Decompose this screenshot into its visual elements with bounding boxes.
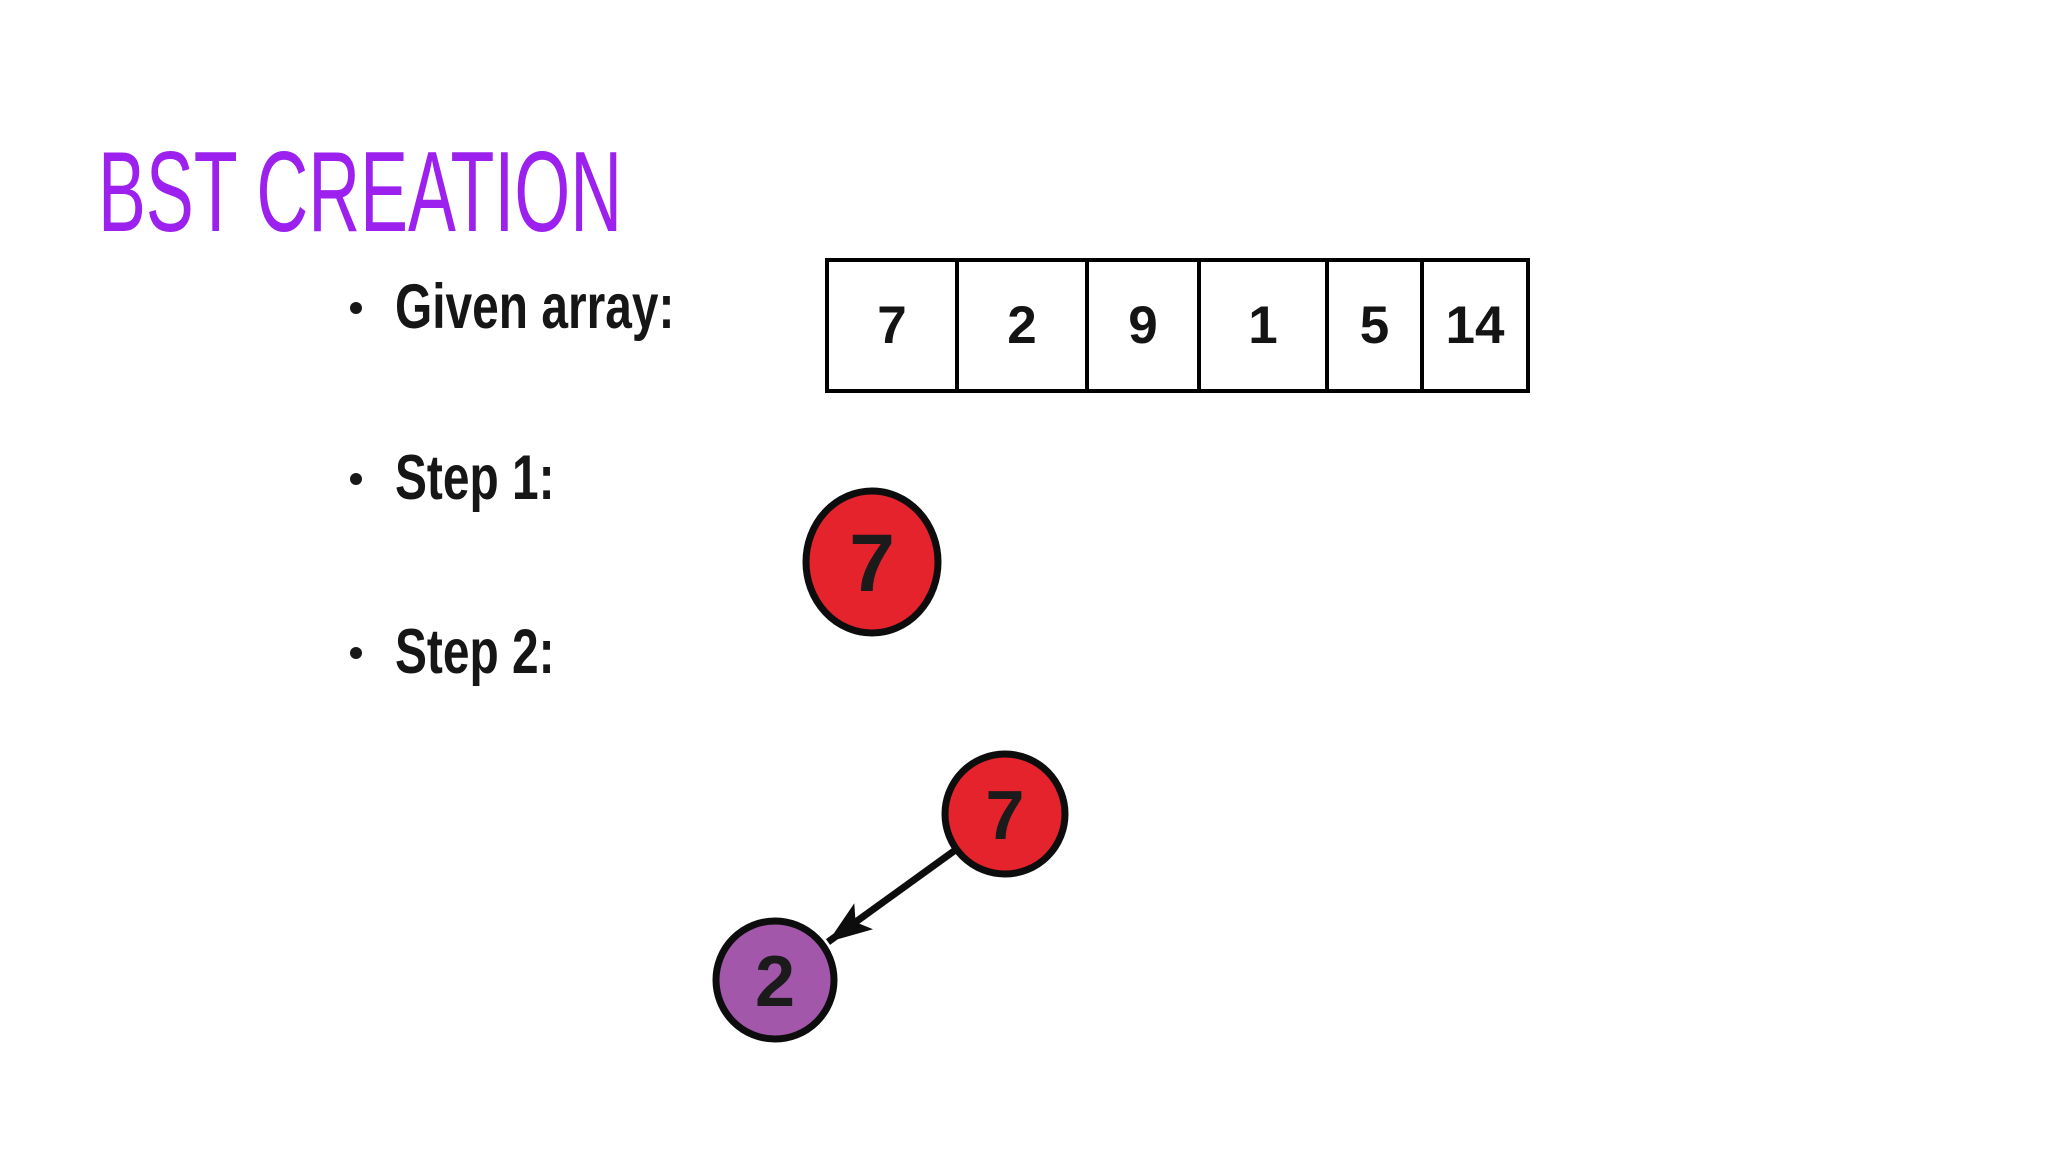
array-cell-5: 14 (1424, 262, 1526, 389)
bullet-dot (350, 472, 362, 485)
bullet-dot (350, 301, 362, 314)
array-cell-value: 2 (1007, 296, 1037, 355)
bullet-label-step1: Step 1: (395, 443, 555, 513)
array-cell-3: 1 (1201, 262, 1329, 389)
step1-root-node-value: 7 (849, 518, 895, 609)
bullet-step2: Step 2: (350, 621, 605, 684)
array-cell-value: 5 (1359, 296, 1390, 355)
bullet-given-array: Given array: (350, 276, 763, 339)
step1-root-node-circle (802, 487, 942, 637)
array-cell-4: 5 (1329, 262, 1424, 389)
array-cell-2: 9 (1089, 262, 1201, 389)
array-cell-1: 2 (959, 262, 1089, 389)
bullet-label-step2: Step 2: (395, 617, 555, 687)
page-title: BST CREATION (98, 129, 623, 256)
array-cell-value: 9 (1128, 296, 1158, 355)
array-cell-value: 14 (1445, 296, 1505, 355)
step1-tree: 7 (802, 487, 942, 637)
step2-root-node-circle (941, 750, 1069, 878)
step2-root-node-value: 7 (986, 776, 1025, 854)
bullet-label-given-array: Given array: (395, 272, 675, 342)
array-cell-0: 7 (829, 262, 959, 389)
array-cell-value: 1 (1248, 296, 1278, 355)
edge-arrow-root-to-left (825, 848, 957, 945)
step2-tree: 7 2 (712, 750, 1069, 1043)
bullet-step1: Step 1: (350, 447, 605, 510)
array-cell-value: 7 (877, 296, 907, 355)
bullet-dot (350, 646, 362, 659)
step2-left-child-node-value: 2 (755, 942, 795, 1022)
step2-left-child-node-circle (712, 917, 838, 1043)
given-array: 7 2 9 1 5 14 (825, 258, 1530, 393)
